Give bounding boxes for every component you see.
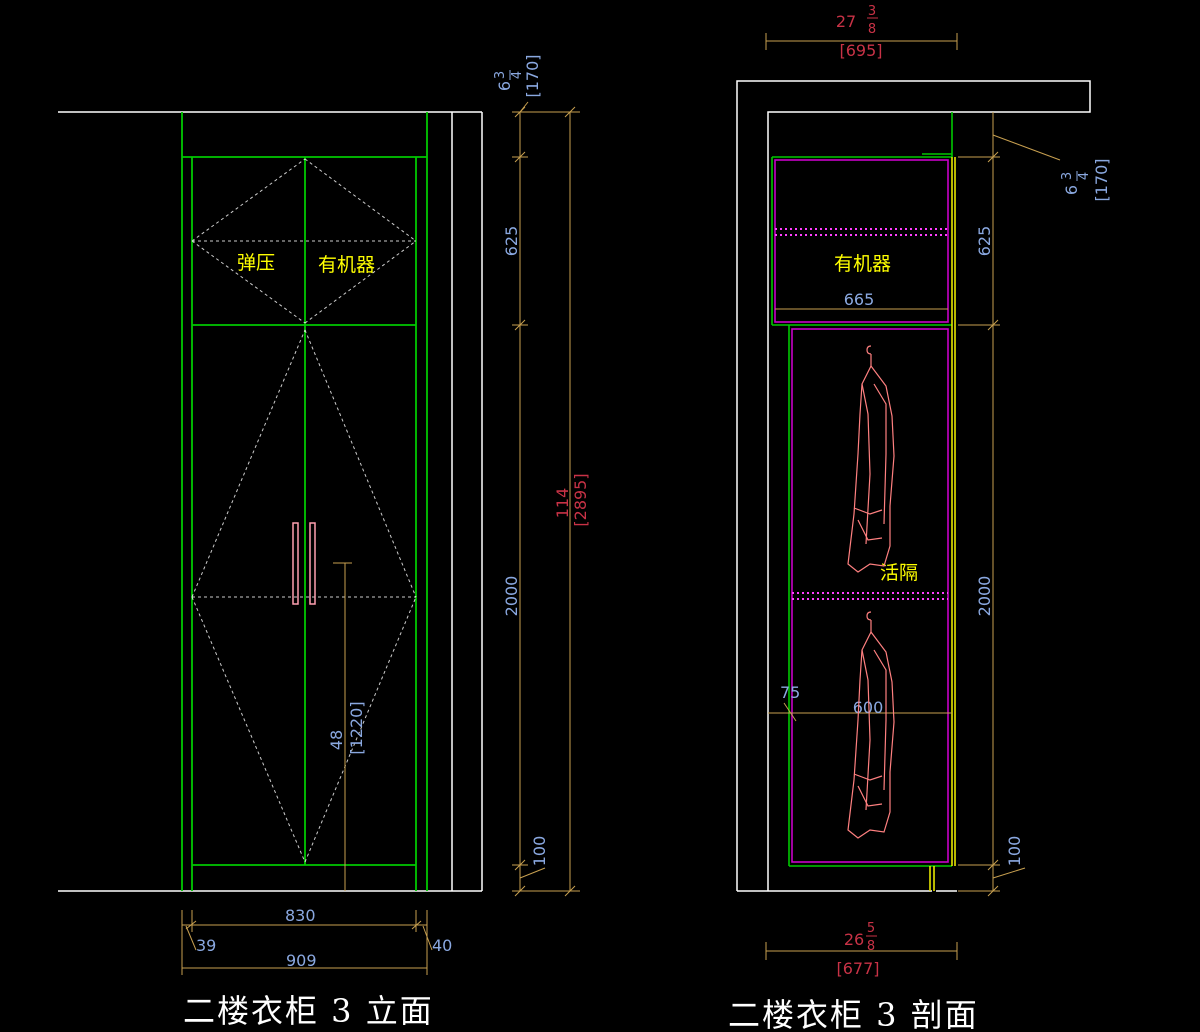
upper-depth-value: 665 (844, 290, 875, 309)
section-view: 27 3 8 [695] (728, 4, 1111, 1032)
garment-icon (847, 611, 895, 839)
section-top-dimension (765, 33, 958, 50)
elevation-title: 二楼衣柜 3 立面 (183, 992, 434, 1030)
section-bottom-whole: 26 (844, 930, 864, 949)
width-inner-value: 830 (285, 906, 316, 925)
section-organic-label: 有机器 (834, 253, 891, 275)
top-gap-num: 3 (493, 71, 508, 79)
section-top-gap-whole: 6 (1062, 185, 1081, 195)
top-gap-den: 4 (510, 71, 525, 79)
offset-value: 75 (780, 683, 800, 702)
handle-height-value: 48 (327, 730, 346, 750)
elevation-wall (58, 111, 483, 892)
section-bottom-mm: [677] (836, 959, 879, 978)
side-right-value: 40 (432, 936, 452, 955)
total-height-whole: 114 (553, 488, 572, 519)
elevation-door-handles (292, 522, 316, 605)
section-top-whole: 27 (836, 12, 856, 31)
section-top-mm: [695] (839, 41, 882, 60)
section-top-gap-fraction: 6 3 4 [170] (1060, 158, 1111, 201)
elevation-height-dimensions (512, 101, 580, 897)
section-title: 二楼衣柜 3 剖面 (728, 996, 979, 1032)
top-gap-mm: [170] (523, 54, 542, 97)
lower-depth-value: 600 (853, 698, 884, 717)
section-height-dimensions (958, 112, 1061, 897)
upper-height-value: 625 (502, 226, 521, 257)
movable-shelf-label: 活隔 (880, 562, 918, 584)
section-bottom-den: 8 (867, 939, 875, 954)
section-base-value: 100 (1005, 836, 1024, 867)
lower-height-value: 2000 (502, 576, 521, 617)
side-left-value: 39 (196, 936, 216, 955)
top-gap-whole: 6 (495, 81, 514, 91)
section-bottom-dimension (765, 942, 958, 960)
push-open-label: 弹压 (237, 252, 275, 274)
elevation-bottom-dimensions (181, 910, 433, 975)
top-gap-fraction: 6 3 4 [170] (493, 54, 542, 97)
section-top-gap-den: 4 (1077, 172, 1092, 180)
section-bottom-num: 5 (867, 921, 875, 936)
section-upper-value: 625 (975, 226, 994, 257)
total-height-mm: [2895] (571, 473, 590, 526)
handle-height-mm: [1220] (347, 701, 366, 754)
section-wall (736, 80, 1091, 892)
elevation-view: 弹压 有机器 48 [1220] 830 909 39 40 (58, 54, 590, 1030)
section-top-den: 8 (868, 22, 876, 37)
elevation-cabinet-frame (181, 112, 428, 891)
organic-label: 有机器 (318, 254, 375, 276)
section-top-num: 3 (868, 4, 876, 19)
elevation-door-swing-lines (191, 158, 417, 863)
base-height-value: 100 (530, 836, 549, 867)
section-depth-dimensions (768, 308, 952, 722)
section-top-gap-num: 3 (1060, 172, 1075, 180)
handle-height-dimension (333, 562, 352, 891)
width-total-value: 909 (286, 951, 317, 970)
section-shelves (775, 228, 948, 600)
section-lower-value: 2000 (975, 576, 994, 617)
section-cabinet (771, 112, 956, 891)
section-top-gap-mm: [170] (1092, 158, 1111, 201)
garment-icon (847, 345, 895, 573)
